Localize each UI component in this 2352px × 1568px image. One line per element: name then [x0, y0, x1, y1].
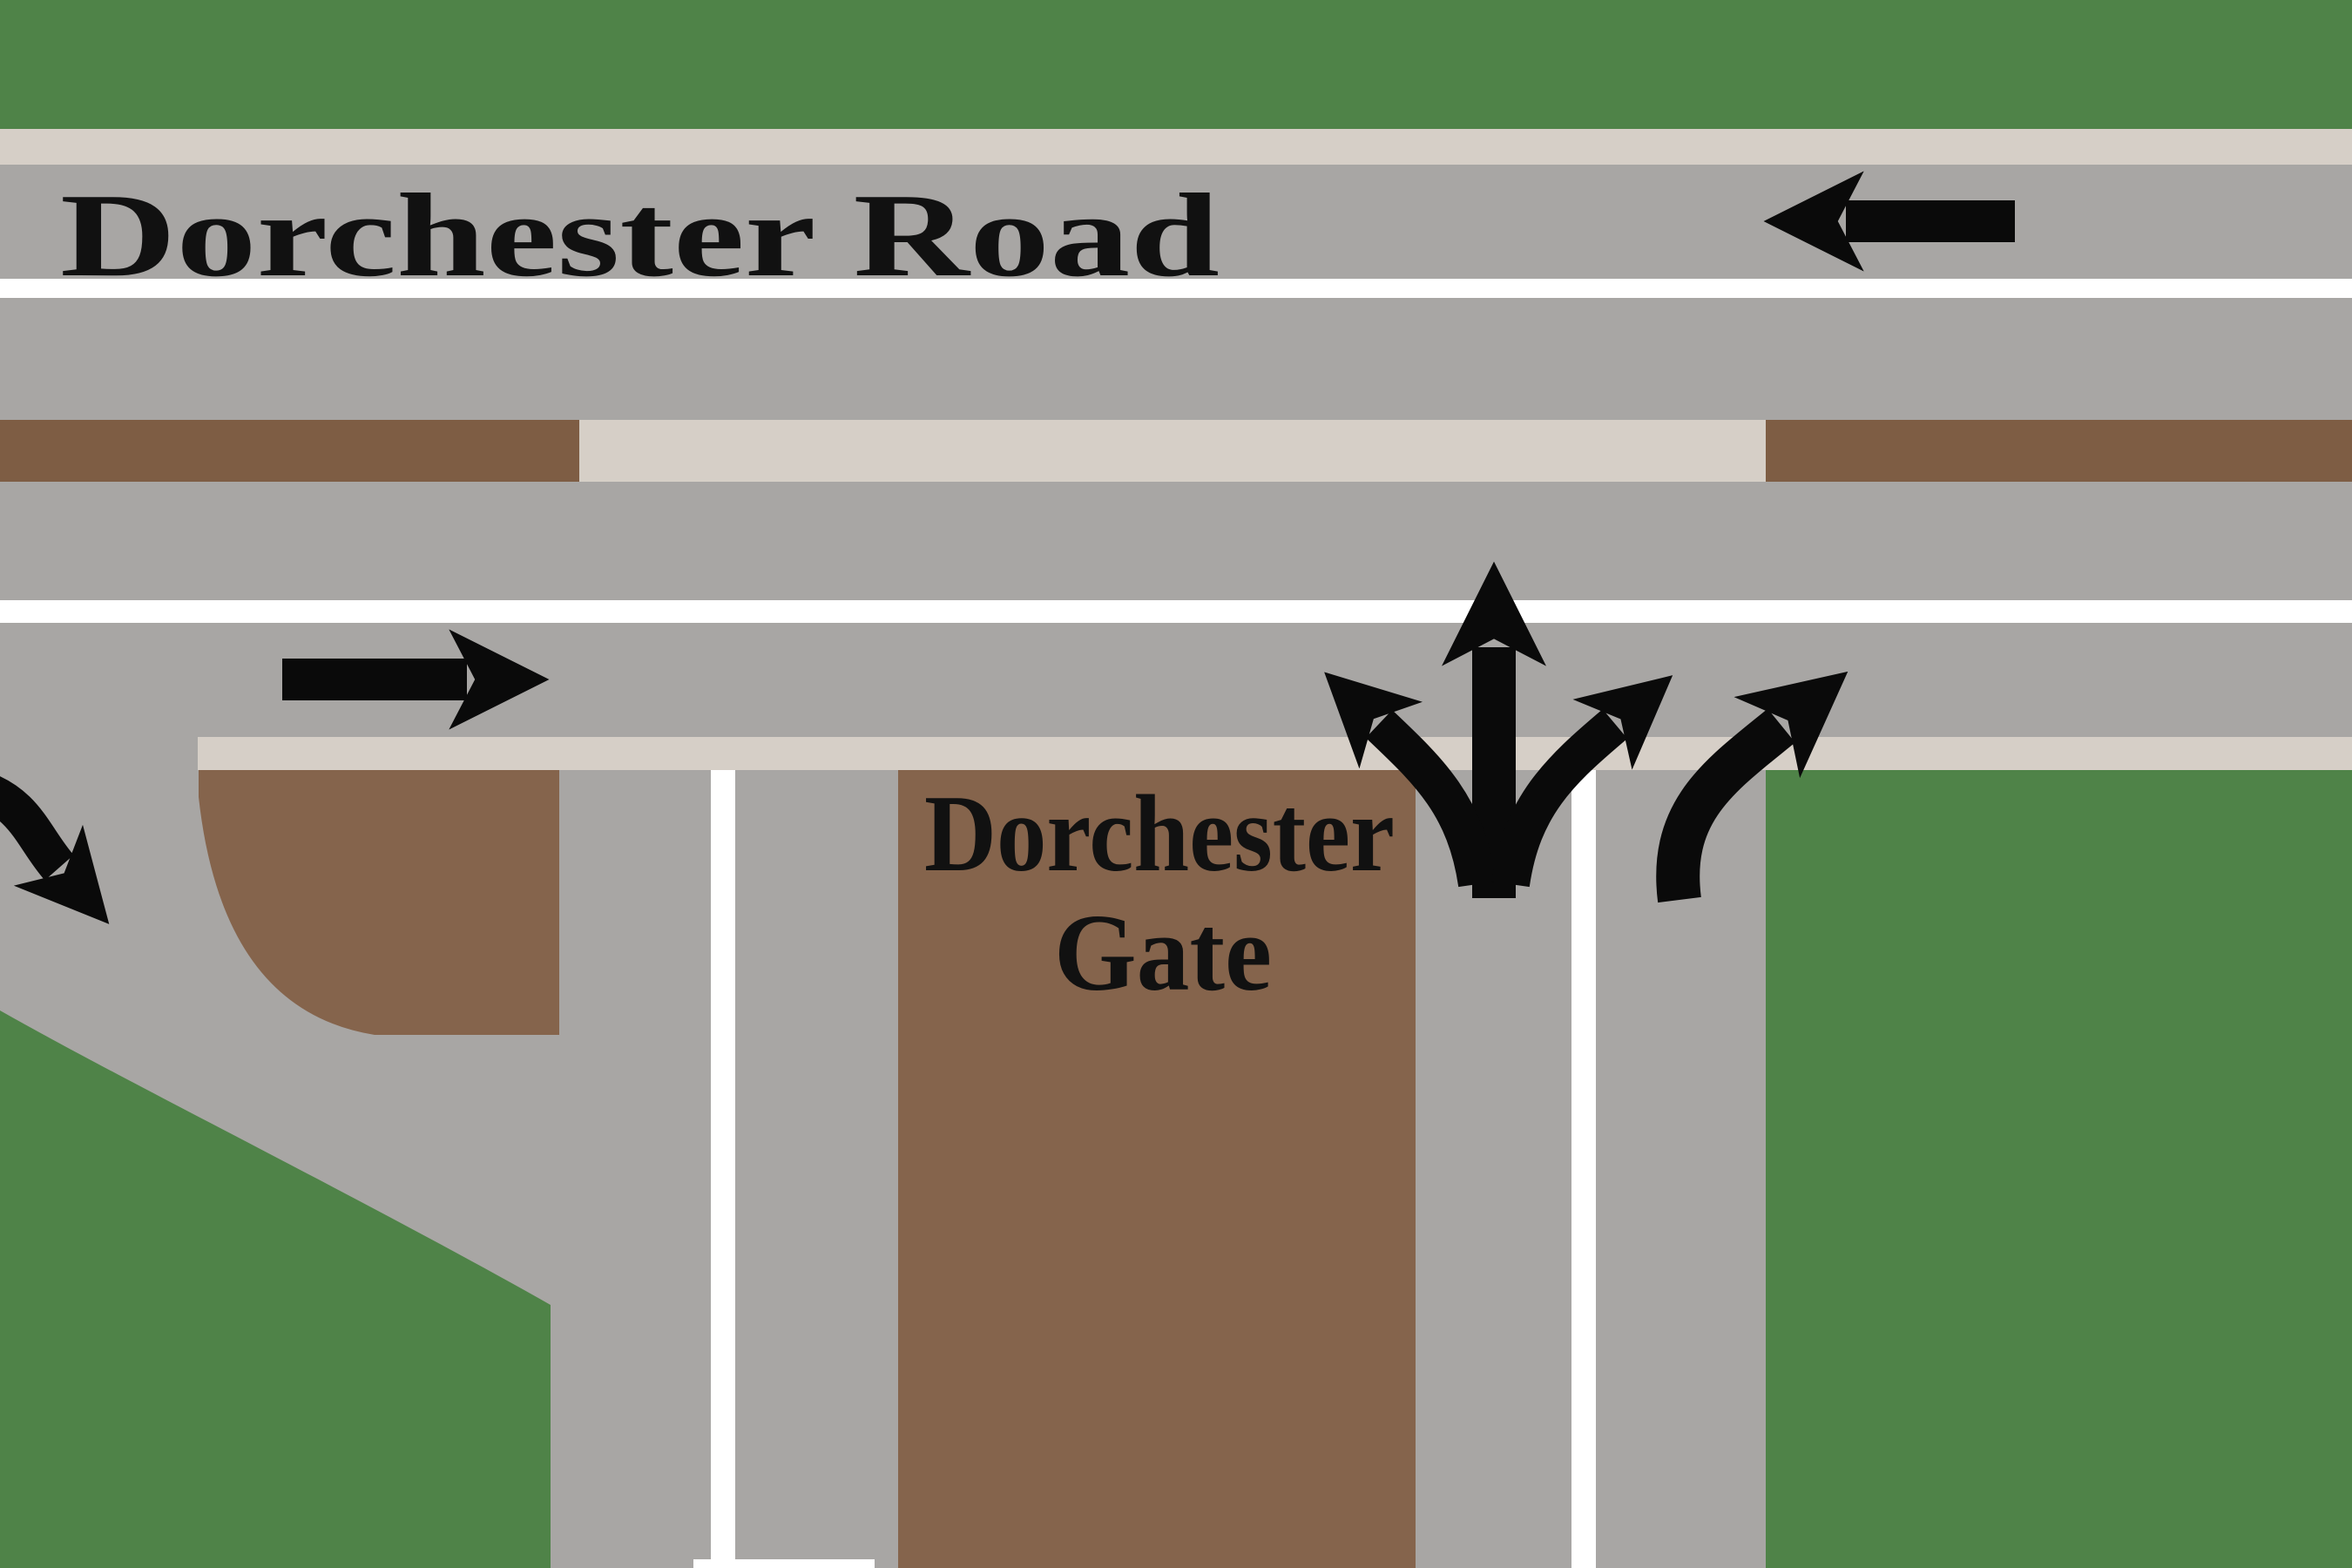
gate-label-line1: Dorchester — [924, 774, 1395, 895]
west-gate-block — [199, 770, 559, 1035]
south-sidewalk — [198, 737, 2352, 770]
dorchester-gate-block — [898, 770, 1416, 1568]
fork-left-arrow-icon — [1324, 672, 1497, 888]
north-verge-grass — [0, 0, 2352, 129]
stop-line-fragment — [693, 1559, 875, 1568]
gate-label-line2: Gate — [1054, 893, 1272, 1014]
lane-line-upper — [0, 279, 2352, 298]
north-sidewalk — [0, 129, 2352, 165]
slip-road-curve-arrow-icon — [0, 776, 110, 924]
median-center-segment — [579, 420, 1766, 482]
road-name-label: Dorchester Road — [60, 169, 1220, 301]
merge-right-curve-arrow-icon — [1656, 671, 1848, 903]
median-east-segment — [1766, 420, 2352, 482]
southeast-verge-grass — [1766, 770, 2352, 1568]
fork-right-arrow-icon — [1491, 675, 1673, 888]
east-road-lane-line — [1571, 770, 1596, 1568]
median-west-segment — [0, 420, 579, 482]
west-road-lane-line — [711, 770, 735, 1568]
lane-line-lower — [0, 600, 2352, 623]
southwest-verge-grass — [0, 1010, 551, 1568]
